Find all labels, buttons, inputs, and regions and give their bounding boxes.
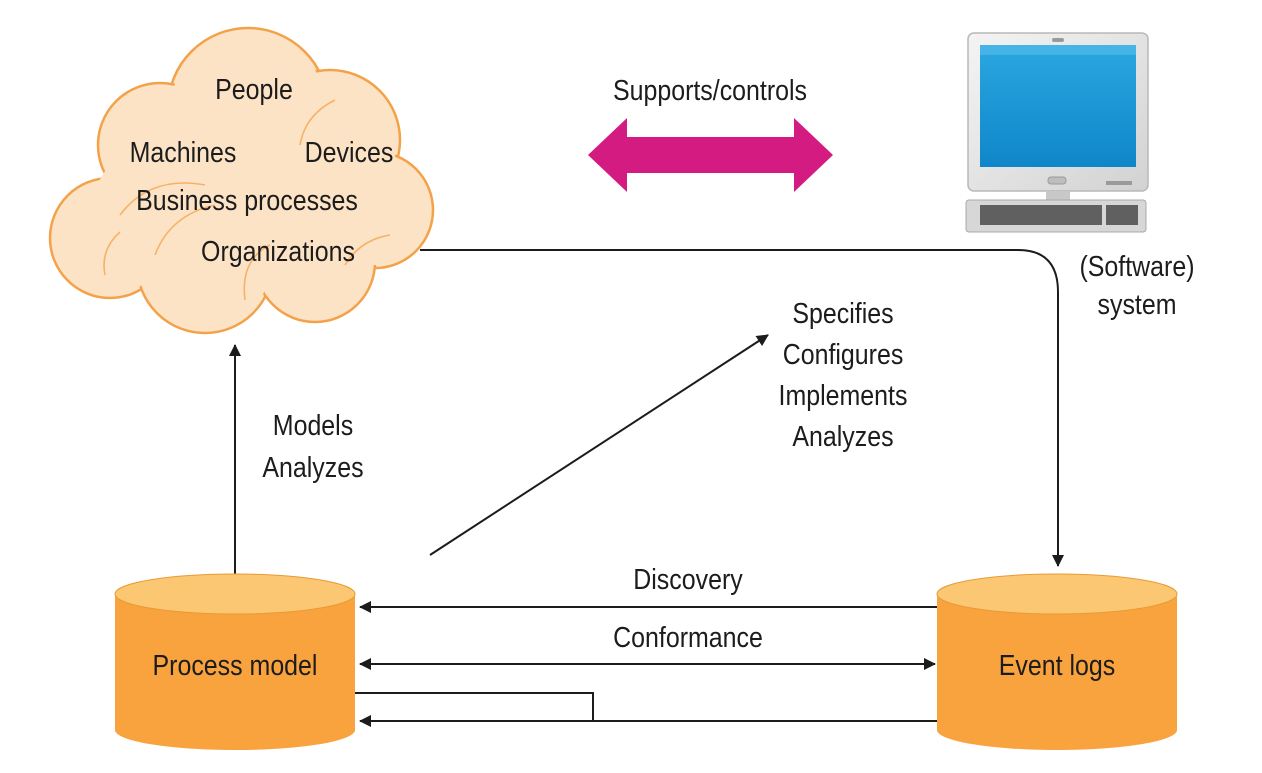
analyzes-label-left: Analyzes xyxy=(262,452,364,484)
process-model-label: Process model xyxy=(152,650,318,682)
event-logs-cylinder xyxy=(936,573,1178,750)
analyzes-label-right: Analyzes xyxy=(792,421,894,453)
models-label: Models xyxy=(272,410,354,442)
implements-label: Implements xyxy=(778,380,908,412)
cloud-item-machines: Machines xyxy=(129,137,237,169)
event-logs-label: Event logs xyxy=(998,650,1116,682)
cloud-item-business-processes: Business processes xyxy=(136,185,358,217)
software-system-label-line1: (Software) xyxy=(1079,251,1195,283)
supports-controls-double-arrow xyxy=(588,118,833,192)
enhancement-loop-arrow xyxy=(354,692,938,721)
supports-controls-label: Supports/controls xyxy=(612,75,808,107)
process-model-cylinder xyxy=(114,573,356,750)
system-to-event-logs-arrow xyxy=(420,249,1064,567)
specifies-configures-arrow xyxy=(429,334,769,556)
computer-icon xyxy=(965,32,1149,233)
cloud-item-devices: Devices xyxy=(304,137,394,169)
discovery-label: Discovery xyxy=(633,564,743,596)
conformance-label: Conformance xyxy=(613,622,763,654)
cloud-item-people: People xyxy=(215,74,293,106)
cloud-shape xyxy=(48,26,435,335)
software-system-label-line2: system xyxy=(1097,289,1177,321)
configures-label: Configures xyxy=(782,339,904,371)
specifies-label: Specifies xyxy=(792,298,894,330)
cloud-item-organizations: Organizations xyxy=(201,236,355,268)
